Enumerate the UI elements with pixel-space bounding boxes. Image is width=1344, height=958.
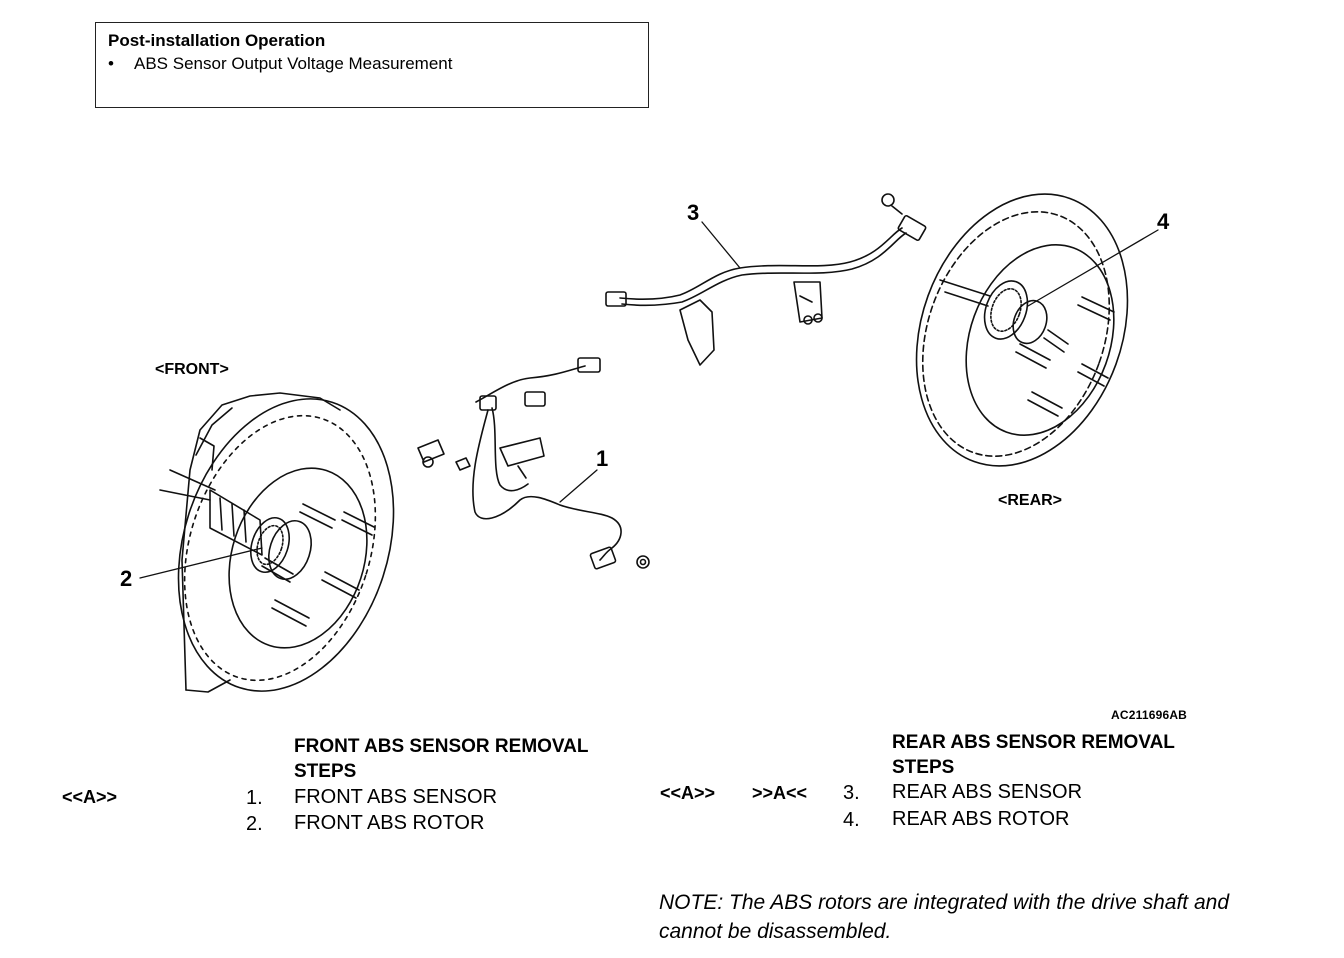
front-step-1-text: FRONT ABS SENSOR (294, 786, 498, 808)
front-abs-sensor-harness (417, 357, 650, 570)
rear-label: <REAR> (998, 492, 1063, 509)
front-hub-assembly (159, 392, 395, 693)
rear-abs-sensor-harness (605, 193, 927, 366)
front-step-tag: <<A>> (62, 787, 118, 807)
front-label: <FRONT> (155, 361, 229, 378)
post-installation-item-text: ABS Sensor Output Voltage Measurement (134, 54, 453, 73)
front-step-1-num: 1. (246, 787, 263, 809)
note-text: NOTE: The ABS rotors are integrated with… (659, 891, 1229, 943)
rear-step-tag-install: >>A<< (752, 783, 808, 803)
rear-steps-heading-line2: STEPS (892, 757, 955, 778)
rear-step-3-text: REAR ABS SENSOR (892, 781, 1083, 803)
rear-step-4-num: 4. (843, 809, 860, 831)
front-steps-heading-line1: FRONT ABS SENSOR REMOVAL (294, 736, 589, 757)
rear-step-3-num: 3. (843, 782, 860, 804)
rear-step-tag-removal: <<A>> (660, 783, 716, 803)
callout-leaders (139, 221, 1159, 579)
front-step-2-num: 2. (246, 813, 263, 835)
front-step-2-text: FRONT ABS ROTOR (294, 812, 485, 834)
rear-steps-heading: REAR ABS SENSOR REMOVAL STEPS (892, 730, 1175, 780)
callout-2: 2 (120, 566, 133, 591)
front-steps-heading-line2: STEPS (294, 761, 357, 782)
callout-1: 1 (596, 446, 609, 471)
rear-step-4-text: REAR ABS ROTOR (892, 808, 1070, 830)
callout-3: 3 (687, 200, 700, 225)
post-installation-item: • ABS Sensor Output Voltage Measurement (108, 54, 452, 74)
post-installation-title: Post-installation Operation (108, 31, 326, 50)
rear-hub-assembly (915, 193, 1129, 467)
rear-steps-heading-line1: REAR ABS SENSOR REMOVAL (892, 732, 1175, 753)
bullet-icon: • (108, 54, 114, 73)
figure-code: AC211696AB (1111, 708, 1188, 722)
callout-4: 4 (1157, 209, 1170, 234)
front-steps-heading: FRONT ABS SENSOR REMOVAL STEPS (294, 734, 589, 784)
post-installation-box: Post-installation Operation • ABS Sensor … (95, 22, 649, 108)
